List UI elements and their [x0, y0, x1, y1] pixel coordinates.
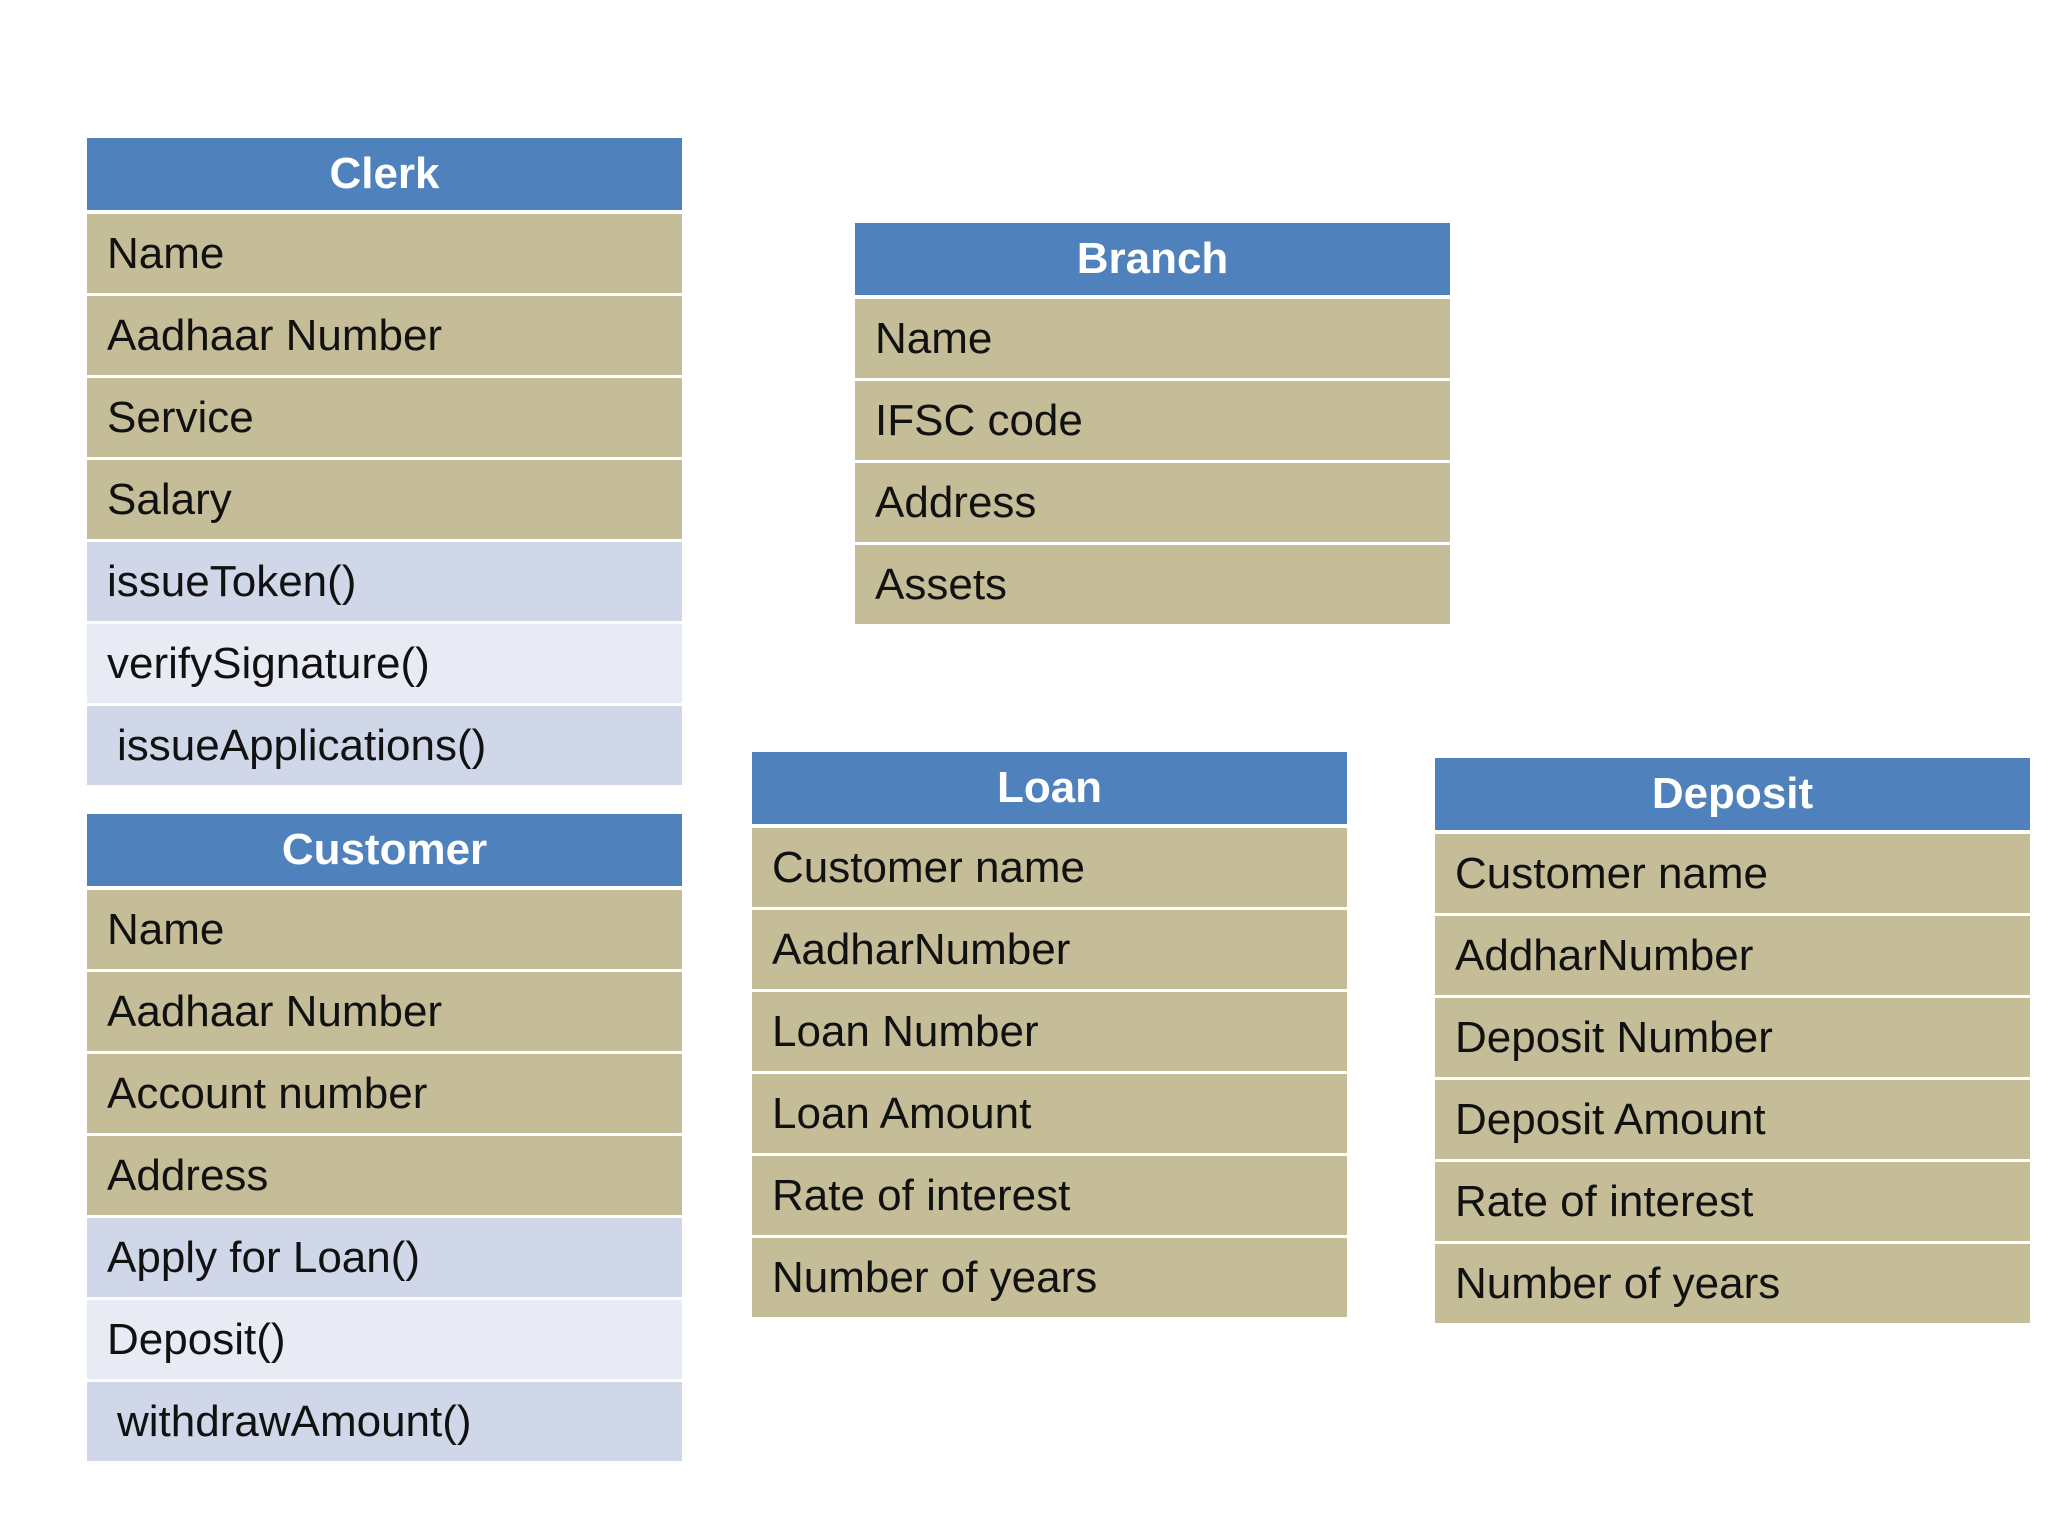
- class-customer: Customer Name Aadhaar Number Account num…: [87, 814, 682, 1464]
- branch-attribute: Address: [855, 463, 1450, 545]
- clerk-method: issueToken(): [87, 542, 682, 624]
- loan-attribute: Customer name: [752, 828, 1347, 910]
- deposit-attribute: AddharNumber: [1435, 916, 2030, 998]
- loan-attribute: Loan Amount: [752, 1074, 1347, 1156]
- class-clerk: Clerk Name Aadhaar Number Service Salary…: [87, 138, 682, 788]
- branch-attribute: Name: [855, 299, 1450, 381]
- customer-method: Apply for Loan(): [87, 1218, 682, 1300]
- customer-attribute: Account number: [87, 1054, 682, 1136]
- clerk-attribute: Name: [87, 214, 682, 296]
- class-branch: Branch Name IFSC code Address Assets: [855, 223, 1450, 627]
- customer-attribute: Name: [87, 890, 682, 972]
- customer-attribute: Aadhaar Number: [87, 972, 682, 1054]
- loan-attribute: AadharNumber: [752, 910, 1347, 992]
- customer-method: Deposit(): [87, 1300, 682, 1382]
- deposit-attribute: Number of years: [1435, 1244, 2030, 1326]
- branch-attribute: Assets: [855, 545, 1450, 627]
- class-loan: Loan Customer name AadharNumber Loan Num…: [752, 752, 1347, 1320]
- deposit-attribute: Deposit Number: [1435, 998, 2030, 1080]
- class-deposit-title: Deposit: [1435, 758, 2030, 834]
- clerk-attribute: Salary: [87, 460, 682, 542]
- clerk-attribute: Aadhaar Number: [87, 296, 682, 378]
- class-clerk-title: Clerk: [87, 138, 682, 214]
- clerk-method: issueApplications(): [87, 706, 682, 788]
- customer-attribute: Address: [87, 1136, 682, 1218]
- class-customer-title: Customer: [87, 814, 682, 890]
- clerk-attribute: Service: [87, 378, 682, 460]
- branch-attribute: IFSC code: [855, 381, 1450, 463]
- loan-attribute: Number of years: [752, 1238, 1347, 1320]
- deposit-attribute: Deposit Amount: [1435, 1080, 2030, 1162]
- loan-attribute: Rate of interest: [752, 1156, 1347, 1238]
- loan-attribute: Loan Number: [752, 992, 1347, 1074]
- class-deposit: Deposit Customer name AddharNumber Depos…: [1435, 758, 2030, 1326]
- class-branch-title: Branch: [855, 223, 1450, 299]
- deposit-attribute: Rate of interest: [1435, 1162, 2030, 1244]
- deposit-attribute: Customer name: [1435, 834, 2030, 916]
- customer-method: withdrawAmount(): [87, 1382, 682, 1464]
- class-loan-title: Loan: [752, 752, 1347, 828]
- clerk-method: verifySignature(): [87, 624, 682, 706]
